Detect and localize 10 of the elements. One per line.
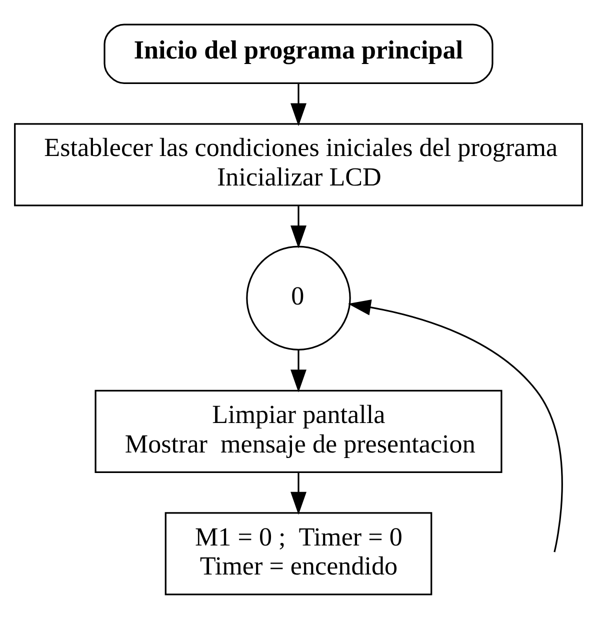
node-box: Limpiar pantalla Mostrar mensaje de presentacion <box>94 389 502 473</box>
arrow <box>290 350 306 392</box>
node-box: M1 = 0 ; Timer = 0 Timer = encendido <box>164 512 432 595</box>
node-circle: 0 <box>246 245 351 350</box>
node-box: Establecer las condiciones iniciales del programa Inicializar LCD <box>14 122 583 206</box>
arrow <box>290 206 306 248</box>
node-box: Inicio del programa principal <box>104 23 494 84</box>
arrow <box>290 472 306 514</box>
arrow <box>290 83 306 126</box>
arrow <box>348 298 563 552</box>
